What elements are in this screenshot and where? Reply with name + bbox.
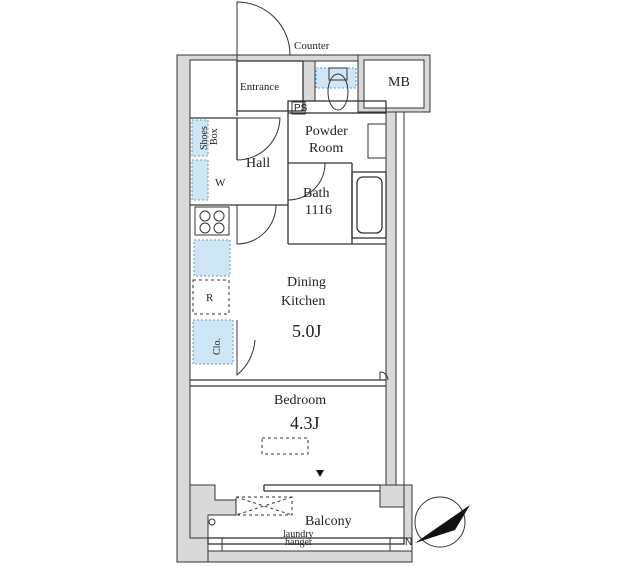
compass: N xyxy=(405,496,470,548)
mb-label: MB xyxy=(388,75,410,90)
door-swings xyxy=(236,1,389,381)
north-label: N xyxy=(405,537,412,548)
exterior-walls xyxy=(176,54,431,563)
bedroom-label: Bedroom xyxy=(274,393,326,408)
entry-marker xyxy=(316,470,324,477)
laundry-hanger-label-2: hanger xyxy=(285,537,313,548)
entrance-label: Entrance xyxy=(240,81,279,93)
ps-label: PS xyxy=(294,103,308,114)
fixtures xyxy=(191,67,357,365)
w-label: W xyxy=(215,177,226,189)
dining-kitchen-label-2: Kitchen xyxy=(281,294,325,309)
balcony-label: Balcony xyxy=(305,514,352,529)
dining-kitchen-area: 5.0J xyxy=(292,321,322,341)
powder-room-label-2: Room xyxy=(309,141,343,156)
laundry-hanger-label-1: laundry xyxy=(283,529,314,540)
powder-room-label-1: Powder xyxy=(305,124,348,139)
bedroom-area: 4.3J xyxy=(290,413,320,433)
dining-kitchen-label-1: Dining xyxy=(287,275,326,290)
other-fixtures xyxy=(192,67,391,551)
shoes-box-label-1: Shoes xyxy=(199,126,210,150)
counter-label: Counter xyxy=(294,40,330,52)
hall-label: Hall xyxy=(246,156,270,171)
interior-walls xyxy=(190,60,405,545)
shoes-box-label-2: Box xyxy=(209,128,220,145)
bath-label-1: Bath xyxy=(303,186,329,201)
r-label: R xyxy=(206,292,214,304)
bath-label-2: 1116 xyxy=(305,203,332,218)
clo-label: Clo. xyxy=(212,338,223,355)
